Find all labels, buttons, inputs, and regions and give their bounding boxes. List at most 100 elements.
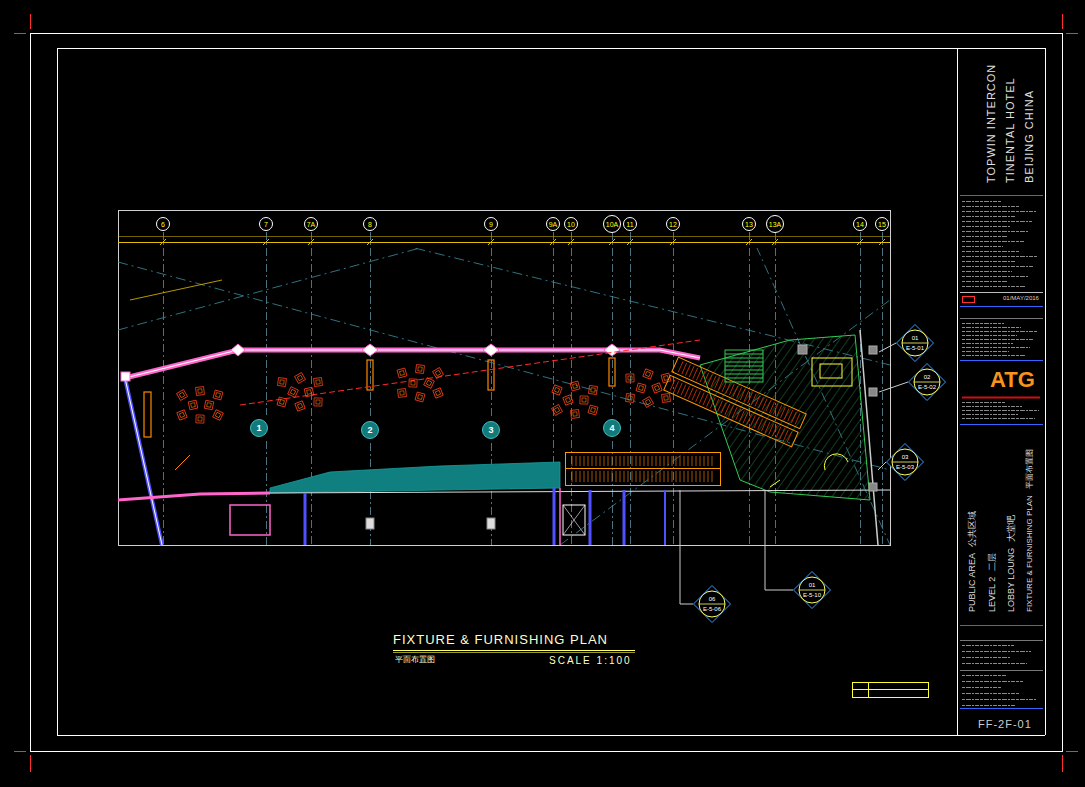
lounge-chair bbox=[204, 400, 213, 409]
escalator bbox=[588, 471, 589, 482]
lounge-chair bbox=[409, 379, 417, 387]
callout-outline bbox=[902, 343, 928, 344]
wall bbox=[563, 505, 585, 535]
callout-outline bbox=[793, 571, 831, 609]
escalator bbox=[737, 387, 742, 398]
grid-bubble: 10 bbox=[564, 217, 578, 231]
escalator bbox=[624, 456, 625, 466]
grid-line bbox=[370, 232, 371, 417]
dimension-line bbox=[118, 237, 890, 243]
escalator bbox=[762, 399, 767, 410]
grid-number: 10A bbox=[606, 221, 618, 228]
title-underline bbox=[393, 652, 635, 653]
lounge-chair bbox=[278, 378, 287, 387]
lounge-chair bbox=[295, 373, 306, 384]
dimension-line bbox=[118, 236, 890, 237]
lounge-chair bbox=[582, 398, 586, 402]
sheet-frame bbox=[957, 48, 1045, 49]
title-block-rule bbox=[960, 318, 1043, 319]
leader-line bbox=[680, 490, 693, 604]
reception-counter bbox=[820, 364, 842, 378]
lounge-chair bbox=[198, 389, 202, 393]
leader-line bbox=[878, 462, 886, 470]
callout-number: E-5-02 bbox=[918, 384, 936, 390]
lounge-chair bbox=[398, 389, 407, 398]
fine-print-lines bbox=[962, 221, 1032, 222]
grid-line bbox=[612, 232, 613, 415]
dimension-tick bbox=[160, 239, 166, 245]
wall bbox=[270, 490, 890, 493]
lounge-chair bbox=[552, 385, 562, 395]
dimension-tick bbox=[746, 239, 752, 245]
stamp-table bbox=[852, 689, 928, 690]
title-block-rule bbox=[960, 708, 1043, 709]
lounge-chair bbox=[580, 396, 588, 404]
escalator bbox=[600, 456, 601, 466]
dimension-tick bbox=[263, 239, 269, 245]
lounge-chair bbox=[295, 401, 305, 411]
trim-mark bbox=[14, 33, 26, 34]
title-block-rule bbox=[960, 360, 1043, 361]
grid-bubble: 14 bbox=[853, 217, 867, 231]
lounge-chair bbox=[314, 398, 322, 406]
fine-print-lines bbox=[962, 663, 1027, 664]
lounge-chair bbox=[570, 381, 580, 391]
escalator bbox=[681, 385, 686, 396]
escalator bbox=[780, 428, 785, 439]
dimension-tick bbox=[308, 239, 314, 245]
callout-outline bbox=[908, 363, 946, 401]
escalator bbox=[668, 456, 669, 466]
title-block-rule bbox=[960, 292, 1043, 293]
escalator bbox=[795, 413, 800, 424]
dimension-tick bbox=[627, 239, 633, 245]
fine-print-lines bbox=[962, 271, 1012, 272]
lounge-chair bbox=[177, 390, 188, 401]
fine-print-lines bbox=[962, 693, 1019, 694]
lounge-chair bbox=[280, 400, 285, 405]
sofa bbox=[488, 360, 494, 390]
escalator bbox=[664, 471, 665, 482]
lounge-chair bbox=[435, 370, 440, 375]
escalator bbox=[721, 402, 726, 413]
trim-mark bbox=[1062, 755, 1063, 772]
grid-line bbox=[266, 232, 267, 415]
escalator bbox=[596, 471, 597, 482]
lounge-chair bbox=[177, 410, 187, 420]
lounge-chair bbox=[297, 403, 302, 408]
elevation-callout: 06E-5-06 bbox=[693, 585, 731, 623]
wall bbox=[589, 490, 592, 545]
fine-print-lines bbox=[962, 216, 1015, 217]
escalator bbox=[636, 471, 637, 482]
callout-outline bbox=[699, 591, 725, 617]
grid-number: 9 bbox=[489, 221, 493, 228]
title-block-rule bbox=[962, 397, 1040, 399]
escalator bbox=[740, 389, 745, 400]
fine-print-lines bbox=[962, 414, 1018, 415]
grid-bubble: 10A bbox=[603, 215, 621, 233]
fine-print-lines bbox=[962, 651, 1031, 652]
sheet-title: FIXTURE & FURNISHING PLAN bbox=[1026, 495, 1035, 612]
grid-bubble: 7A bbox=[304, 217, 318, 231]
escalator bbox=[699, 393, 704, 404]
structural-column bbox=[366, 518, 374, 529]
sheet-space: 大堂吧 bbox=[1007, 515, 1017, 542]
lounge-chair bbox=[288, 387, 299, 398]
sheet-area: PUBLIC AREA bbox=[968, 553, 978, 612]
scale-note: SCALE 1:100 bbox=[549, 655, 632, 666]
setting-out-line bbox=[118, 248, 890, 545]
lounge-chair bbox=[554, 387, 559, 392]
lounge-chair bbox=[314, 378, 323, 387]
fine-print-lines bbox=[962, 241, 1024, 242]
lounge-chair bbox=[416, 365, 425, 374]
escalator bbox=[704, 373, 709, 384]
project-name: TOPWIN INTERCON bbox=[985, 64, 997, 183]
escalator bbox=[707, 396, 712, 407]
fine-print-lines bbox=[962, 351, 1009, 352]
escalator bbox=[725, 404, 730, 415]
escalator bbox=[572, 471, 573, 482]
wall bbox=[563, 505, 585, 535]
sheet-level: LEVEL 2 bbox=[988, 577, 998, 612]
structural-column bbox=[487, 518, 495, 529]
wall bbox=[563, 505, 585, 535]
callout-number: 01 bbox=[912, 335, 919, 341]
